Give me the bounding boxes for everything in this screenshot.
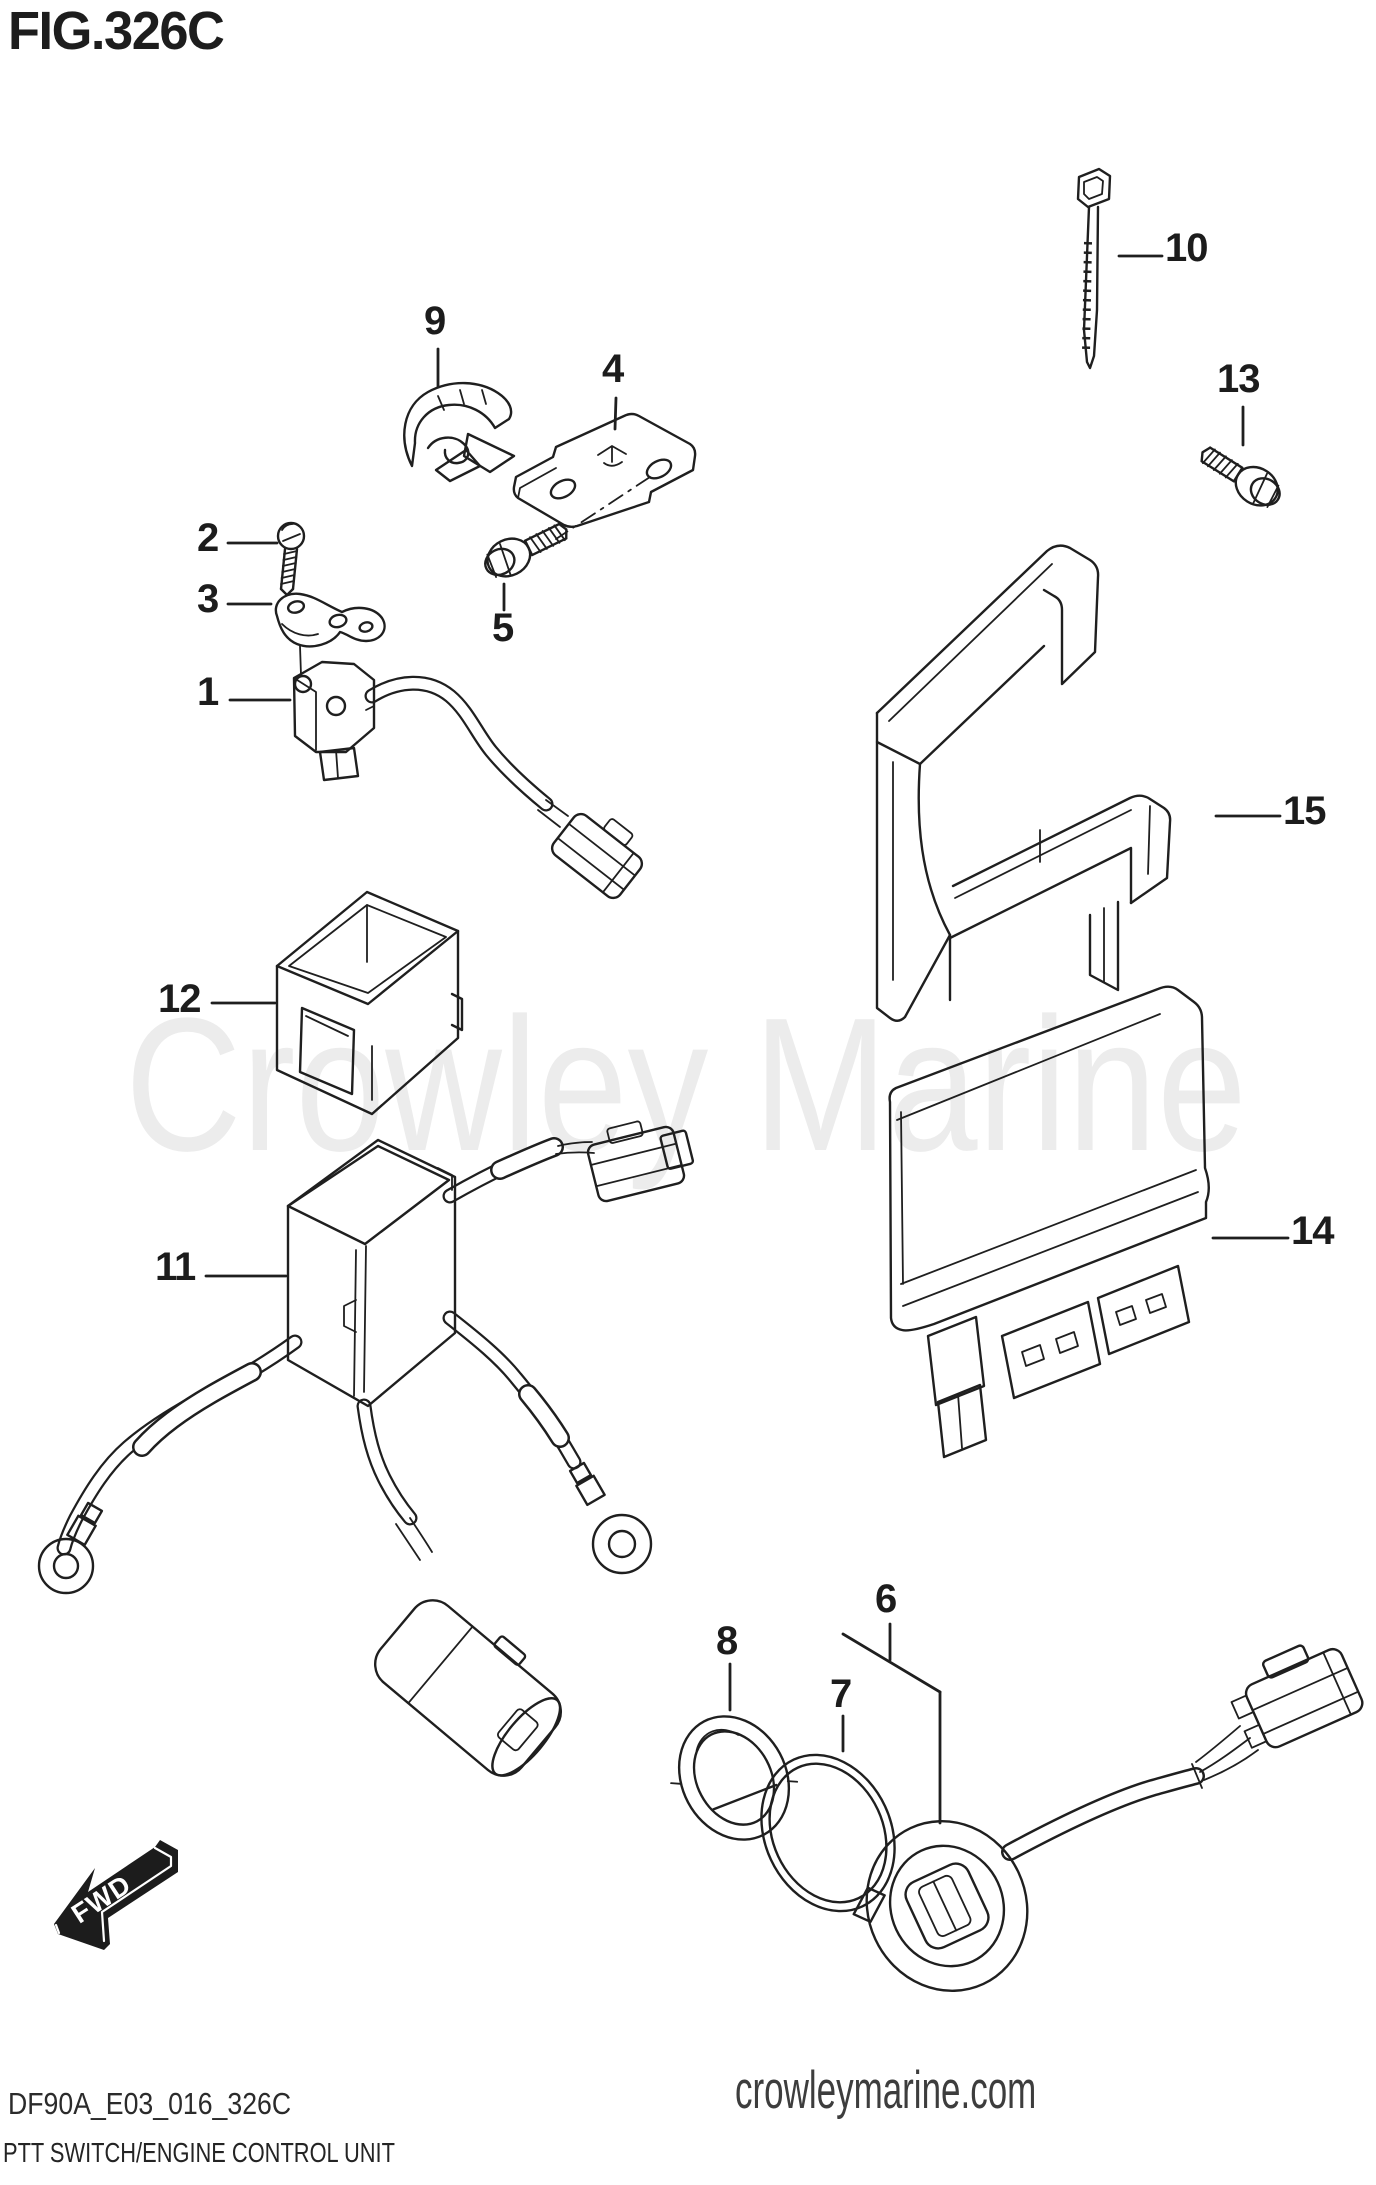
part-label-2: 2: [197, 516, 219, 560]
part-15-bracket-drawing: [875, 544, 1172, 1022]
part-7-oring-drawing: [760, 1753, 896, 1913]
figure-title: FIG.326C: [8, 1, 225, 61]
part-label-5: 5: [492, 606, 514, 650]
part-14-ecu-drawing: [888, 985, 1210, 1459]
part-6-ptt-switch-drawing: [852, 1644, 1364, 1992]
part-label-11: 11: [155, 1245, 196, 1289]
part-2-screw-drawing: [276, 521, 306, 597]
part-label-6: 6: [875, 1577, 897, 1621]
diagram-title: PTT SWITCH/ENGINE CONTROL UNIT: [3, 2137, 395, 2168]
part-8-bezel-drawing: [670, 1715, 799, 1841]
part-label-1: 1: [197, 670, 219, 714]
part-11-relay-drawing: [37, 1120, 695, 1777]
fwd-direction-arrow: FWD: [54, 1840, 178, 1950]
part-label-10: 10: [1165, 226, 1208, 270]
part-label-14: 14: [1291, 1209, 1334, 1253]
website-text: crowleymarine.com: [735, 2061, 1037, 2120]
part-1-switch-drawing: [292, 660, 644, 900]
part-10-cable-tie-drawing: [1076, 167, 1112, 370]
part-3-plate-drawing: [274, 592, 386, 648]
part-label-13: 13: [1217, 357, 1260, 401]
leader-lines: [204, 254, 1290, 1825]
part-9-clamp-drawing: [403, 381, 516, 483]
part-label-8: 8: [716, 1619, 738, 1663]
drawing-code: DF90A_E03_016_326C: [8, 2086, 292, 2121]
part-label-15: 15: [1283, 789, 1326, 833]
part-label-9: 9: [424, 299, 446, 343]
part-5-bolt-drawing: [484, 522, 568, 578]
part-label-12: 12: [158, 977, 201, 1021]
part-label-3: 3: [197, 577, 219, 621]
part-13-bolt-drawing: [1200, 446, 1281, 508]
part-12-cover-drawing: [275, 890, 464, 1116]
part-label-4: 4: [602, 347, 624, 391]
part-label-7: 7: [830, 1672, 852, 1716]
part-4-bracket-drawing: [512, 412, 697, 528]
